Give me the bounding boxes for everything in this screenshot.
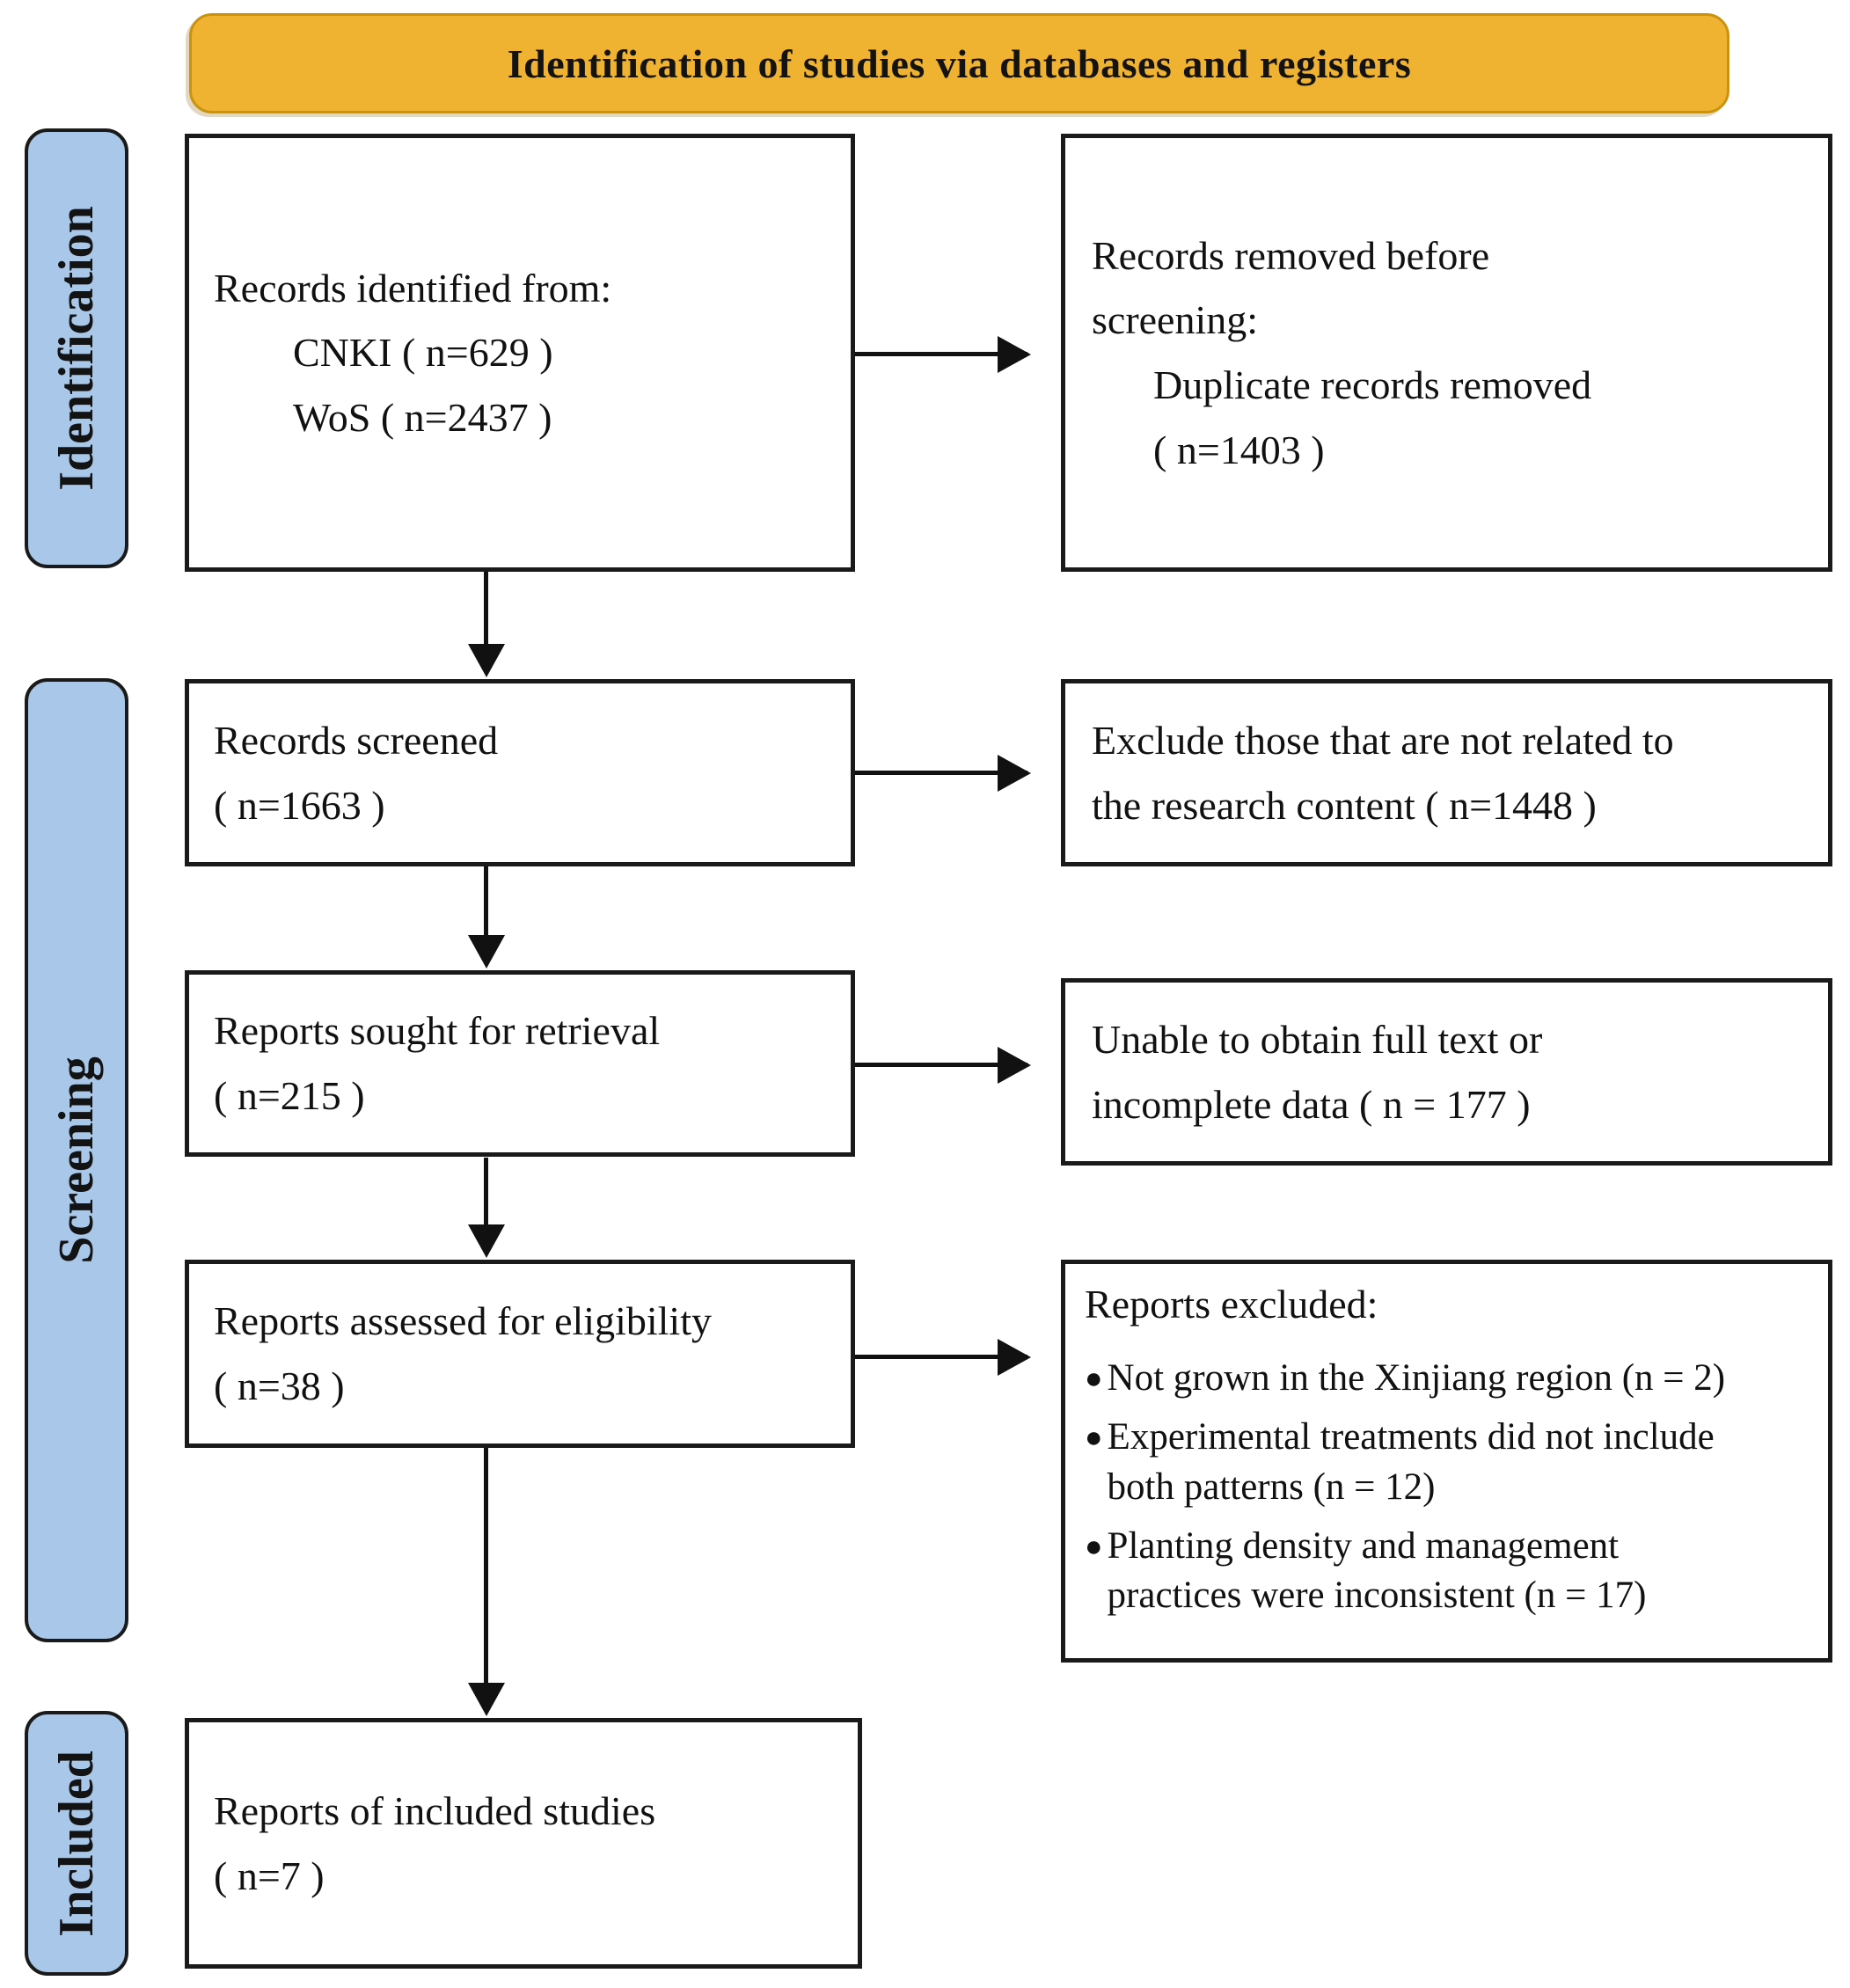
box-reports-excluded: Reports excluded: ● Not grown in the Xin… [1061,1260,1832,1663]
stage-band-identification: Identification [25,128,128,568]
stage-label-screening: Screening [49,1056,104,1264]
reports-excluded-reason-1: Not grown in the Xinjiang region (n = 2) [1107,1357,1726,1400]
reports-assessed-label: Reports assessed for eligibility [214,1298,712,1344]
records-excluded-text: Exclude those that are not related to th… [1092,717,1674,828]
stage-label-identification: Identification [49,206,104,491]
banner-title: Identification of studies via databases … [507,40,1412,86]
box-reports-assessed: Reports assessed for eligibility ( n=38 … [185,1260,855,1448]
records-removed-detail: Duplicate records removed ( n=1403 ) [1153,362,1592,472]
reports-sought-count: ( n=215 ) [214,1073,365,1118]
records-screened-count: ( n=1663 ) [214,782,385,828]
arrow-identified-to-screened [484,572,488,646]
arrow-screened-to-excluded [855,771,1027,775]
reports-excluded-reason-row: ● Not grown in the Xinjiang region (n = … [1085,1354,1821,1404]
stage-band-screening: Screening [25,678,128,1642]
reports-included-label: Reports of included studies [214,1787,656,1833]
reports-excluded-title: Reports excluded: [1085,1282,1378,1327]
box-reports-included: Reports of included studies ( n=7 ) [185,1718,862,1969]
bullet-icon: ● [1085,1530,1103,1563]
reports-included-count: ( n=7 ) [214,1853,325,1898]
box-records-screened: Records screened ( n=1663 ) [185,679,855,866]
records-identified-title: Records identified from: [214,265,612,311]
records-identified-source-wos: WoS ( n=2437 ) [293,394,552,440]
box-records-excluded: Exclude those that are not related to th… [1061,679,1832,866]
arrow-sought-to-not-retrieved [855,1063,1027,1067]
box-reports-not-retrieved: Unable to obtain full text or incomplete… [1061,978,1832,1166]
arrow-assessed-to-included [484,1448,488,1685]
stage-label-included: Included [49,1750,104,1937]
records-identified-source-cnki: CNKI ( n=629 ) [293,330,553,376]
reports-sought-label: Reports sought for retrieval [214,1008,661,1054]
records-removed-title: Records removed before screening: [1092,232,1490,343]
arrow-screened-to-sought [484,866,488,937]
box-records-removed: Records removed before screening: Duplic… [1061,134,1832,572]
box-reports-sought: Reports sought for retrieval ( n=215 ) [185,970,855,1157]
records-screened-label: Records screened [214,717,499,763]
box-records-identified: Records identified from: CNKI ( n=629 ) … [185,134,855,572]
reports-excluded-reason-3: Planting density and management practice… [1107,1524,1647,1617]
arrow-assessed-to-excluded [855,1355,1027,1359]
arrow-identified-to-removed [855,352,1027,356]
bullet-icon: ● [1085,1363,1103,1396]
reports-excluded-reason-row: ● Planting density and management practi… [1085,1522,1821,1622]
reports-excluded-reason-2: Experimental treatments did not include … [1107,1416,1715,1508]
reports-excluded-reason-row: ● Experimental treatments did not includ… [1085,1413,1821,1513]
arrow-sought-to-assessed [484,1158,488,1226]
bullet-icon: ● [1085,1422,1103,1455]
stage-band-included: Included [25,1711,128,1976]
reports-assessed-count: ( n=38 ) [214,1363,345,1408]
reports-not-retrieved-text: Unable to obtain full text or incomplete… [1092,1016,1543,1127]
banner: Identification of studies via databases … [189,13,1729,113]
